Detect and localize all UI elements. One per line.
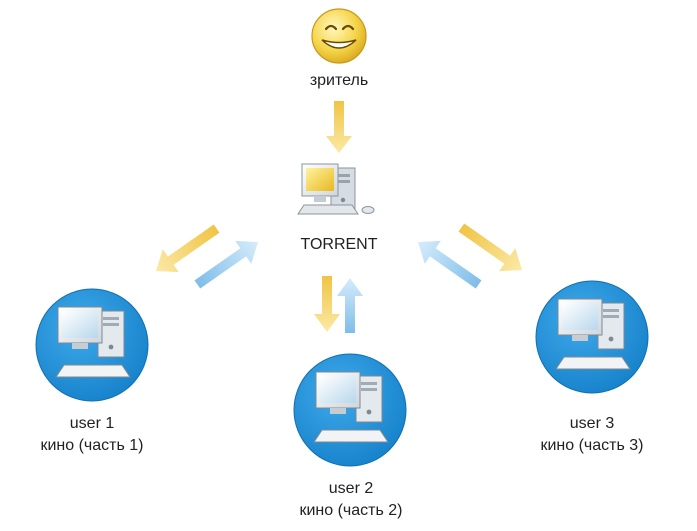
user1-name: user 1 xyxy=(69,415,115,432)
upload-arrow-user1 xyxy=(194,240,258,289)
viewer-name: зритель xyxy=(309,72,369,89)
smiley-face-icon xyxy=(311,8,367,64)
server-name: TORRENT xyxy=(300,236,378,253)
user2-content: кино (часть 2) xyxy=(299,502,403,519)
download-arrow-viewer xyxy=(326,101,352,153)
computer-in-blue-circle-icon xyxy=(35,288,149,402)
user3-name: user 3 xyxy=(569,415,615,432)
download-arrow-user1 xyxy=(156,224,220,273)
computer-in-blue-circle-icon xyxy=(293,353,407,467)
user1-label: user 1 кино (часть 1) xyxy=(22,413,162,457)
user3-content: кино (часть 3) xyxy=(540,437,644,454)
server-label: TORRENT xyxy=(279,234,399,256)
upload-arrow-user3 xyxy=(418,240,482,289)
upload-arrow-user2 xyxy=(337,278,363,333)
desktop-computer-icon xyxy=(297,163,375,215)
download-arrow-user2 xyxy=(314,276,340,332)
computer-in-blue-circle-icon xyxy=(535,280,649,394)
download-arrow-user3 xyxy=(458,223,522,272)
user3-label: user 3 кино (часть 3) xyxy=(522,413,662,457)
user2-label: user 2 кино (часть 2) xyxy=(281,478,421,522)
user1-content: кино (часть 1) xyxy=(40,437,144,454)
user2-name: user 2 xyxy=(328,480,374,497)
viewer-label: зритель xyxy=(289,70,389,92)
